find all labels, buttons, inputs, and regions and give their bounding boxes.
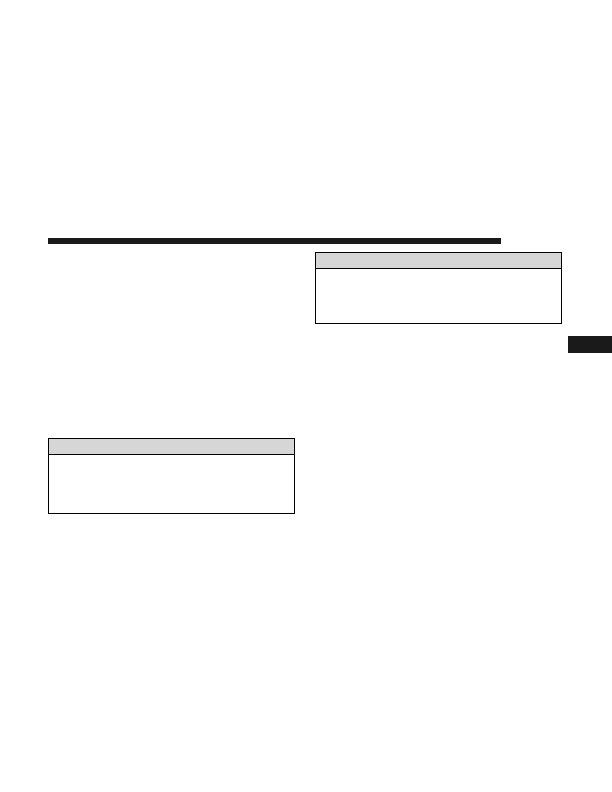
notice-box-right-body xyxy=(316,269,561,277)
notice-box-left-header xyxy=(49,439,294,455)
notice-box-right xyxy=(315,252,562,324)
notice-box-left-body xyxy=(49,455,294,463)
notice-box-right-header xyxy=(316,253,561,269)
notice-box-left xyxy=(48,438,295,514)
chapter-tab xyxy=(568,336,612,353)
section-rule xyxy=(48,238,501,244)
